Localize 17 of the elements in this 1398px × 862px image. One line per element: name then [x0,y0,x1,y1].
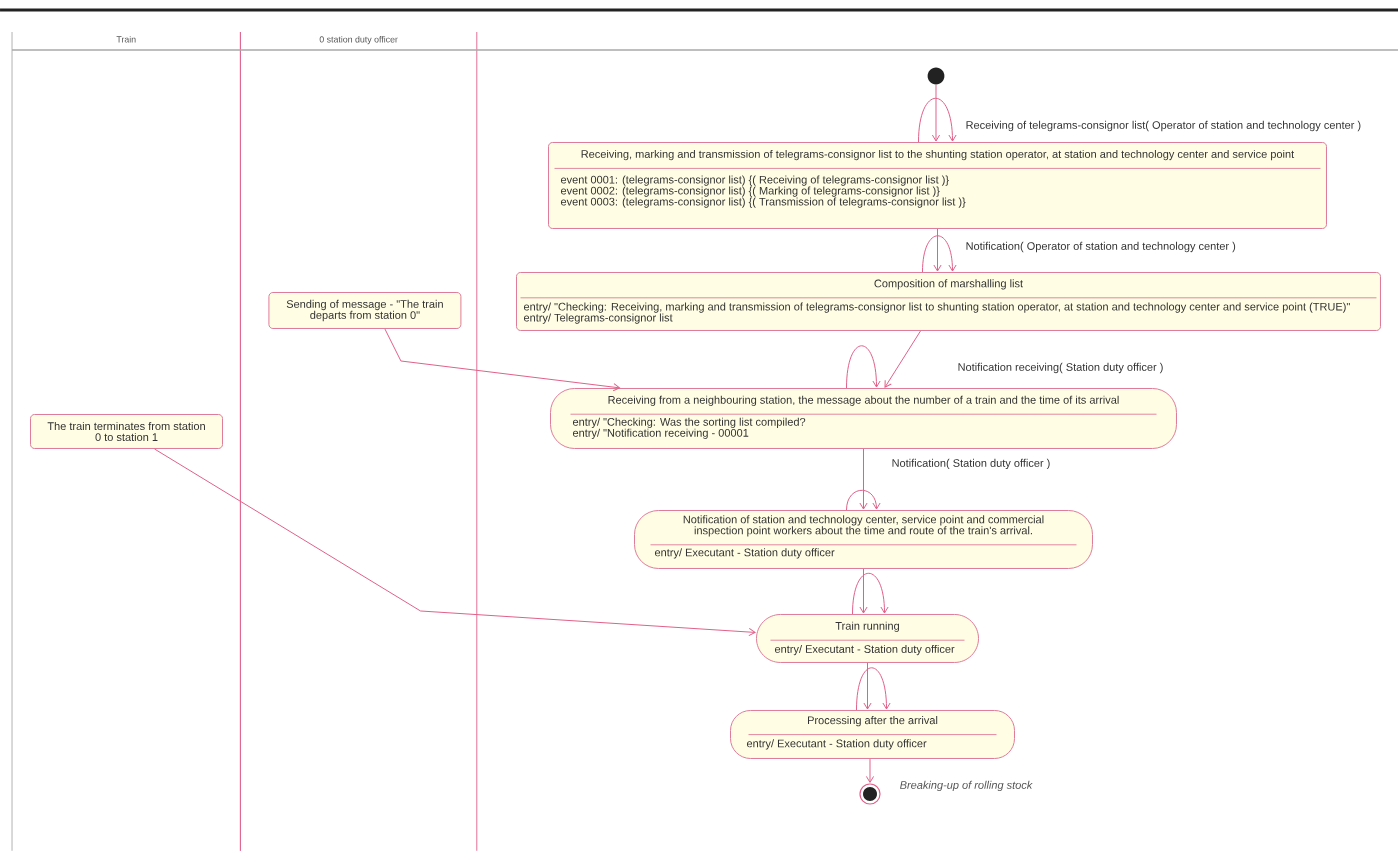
arrow [846,345,881,389]
arrow [931,84,941,142]
arrow [384,328,621,392]
initial-state [927,67,945,85]
arrow [852,572,889,615]
arrow [884,330,921,388]
arrow [863,662,872,710]
final-state [859,783,881,805]
arrow [922,235,957,273]
arrow [846,489,881,511]
arrow [865,758,875,783]
arrow [859,448,868,510]
arrow [918,97,957,143]
arrow [856,667,891,711]
arrow [859,568,868,614]
arrow [154,448,756,637]
arrow [933,228,942,272]
